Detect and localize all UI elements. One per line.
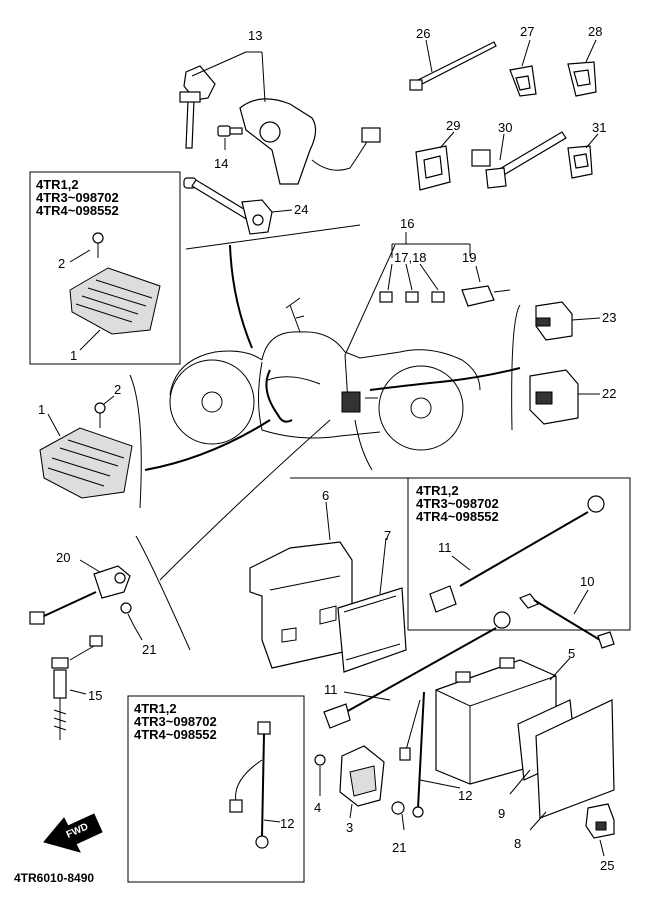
- clamp-27-part: [509, 39, 537, 97]
- neutral-switch-15-part: [51, 635, 103, 740]
- callout-14: 14: [214, 156, 228, 171]
- cover-7-part: [337, 537, 407, 673]
- callout-3: 3: [346, 820, 353, 835]
- callout-15: 15: [88, 688, 102, 703]
- callout-2-upper: 2: [58, 256, 65, 271]
- clamp-28-part: [567, 39, 597, 97]
- lead-bottom-box-line1: 4TR1,2: [134, 701, 177, 716]
- diagram-code: 4TR6010-8490: [14, 871, 94, 885]
- bike-leader-top: [185, 224, 361, 250]
- leader-1-upper: [79, 329, 101, 351]
- relay-25-part: [585, 803, 615, 857]
- callout-5: 5: [568, 646, 575, 661]
- screw-14-part: [217, 125, 243, 150]
- relay-22-part: [529, 369, 600, 425]
- lead-top-box-line2: 4TR3~098702: [416, 496, 499, 511]
- regulator-box-line3: 4TR4~098552: [36, 203, 119, 218]
- callout-26: 26: [416, 26, 430, 41]
- callout-21-lower: 21: [392, 840, 406, 855]
- battery-lead-11-upper-part: [429, 495, 605, 613]
- lead-10-part: [519, 589, 615, 649]
- callout-1-upper: 1: [70, 348, 77, 363]
- callout-11-lower: 11: [324, 682, 338, 697]
- callout-4: 4: [314, 800, 321, 815]
- callout-13: 13: [248, 28, 262, 43]
- bolt-21-lower-part: [391, 801, 405, 831]
- starter-relay-3-part: [339, 745, 385, 819]
- callout-20: 20: [56, 550, 70, 565]
- starter-switch-20-part: [29, 559, 131, 625]
- lead-12-bottom-part: [229, 721, 281, 849]
- callout-6: 6: [322, 488, 329, 503]
- callout-23: 23: [602, 310, 616, 325]
- screw-4-part: [314, 754, 326, 796]
- callout-25: 25: [600, 858, 614, 873]
- cover-8-part: [529, 699, 615, 831]
- lead-top-box-line1: 4TR1,2: [416, 483, 459, 498]
- callout-24: 24: [294, 202, 308, 217]
- leader-2-upper: [69, 249, 91, 263]
- callout-11-upper: 11: [438, 540, 452, 555]
- callout-12-middle: 12: [458, 788, 472, 803]
- bike-leader-down: [354, 419, 373, 471]
- callout-17-18: 17,18: [394, 250, 427, 265]
- callout-31: 31: [592, 120, 606, 135]
- relay-23-part: [535, 301, 601, 341]
- callout-21-upper: 21: [142, 642, 156, 657]
- rectifier-regulator-part-b: [39, 402, 133, 499]
- callout-9: 9: [498, 806, 505, 821]
- callout-27: 27: [520, 24, 534, 39]
- bracket-regulator-lower: [129, 374, 142, 509]
- lead-wire-regulator: [144, 419, 271, 471]
- callout-7: 7: [384, 528, 391, 543]
- clamp-31-part: [567, 133, 599, 179]
- lead-top-box-frame: [407, 477, 631, 631]
- lead-wire-starter: [159, 419, 331, 581]
- callout-30: 30: [498, 120, 512, 135]
- callout-22: 22: [602, 386, 616, 401]
- callout-12-bottom: 12: [280, 816, 294, 831]
- main-switch-part: [179, 51, 381, 185]
- battery-lead-11-lower-part: [323, 611, 511, 729]
- callout-19: 19: [462, 250, 476, 265]
- clamp-30-part: [471, 131, 567, 189]
- callout-29: 29: [446, 118, 460, 133]
- callout-8: 8: [514, 836, 521, 851]
- band-26-part: [409, 39, 497, 91]
- lead-12-middle-part: [399, 691, 461, 818]
- regulator-box-line2: 4TR3~098702: [36, 190, 119, 205]
- leader-2-lower: [103, 395, 115, 405]
- callout-10: 10: [580, 574, 594, 589]
- forward-arrow-icon: FWD: [43, 813, 103, 853]
- lead-bottom-box-frame: [127, 695, 305, 883]
- callout-28: 28: [588, 24, 602, 39]
- rectifier-regulator-part-a: [69, 232, 161, 335]
- switch-24-part: [183, 177, 293, 235]
- regulator-box-frame: [29, 171, 181, 365]
- motorcycle-outline: [169, 244, 521, 451]
- lead-bottom-box-line3: 4TR4~098552: [134, 727, 217, 742]
- battery-box-6-part: [249, 501, 353, 669]
- callout-1-lower: 1: [38, 402, 45, 417]
- bike-leader-16: [344, 244, 396, 356]
- lead-top-box-line3: 4TR4~098552: [416, 509, 499, 524]
- connector-group-16: [379, 232, 511, 307]
- lead-bottom-box-line2: 4TR3~098702: [134, 714, 217, 729]
- leader-1-lower: [47, 413, 61, 437]
- regulator-box-line1: 4TR1,2: [36, 177, 79, 192]
- bolt-21-upper-part: [120, 602, 143, 641]
- bracket-starter: [135, 535, 191, 651]
- bracket-relays: [511, 304, 521, 431]
- clamp-29-part: [415, 131, 455, 191]
- callout-2-lower: 2: [114, 382, 121, 397]
- callout-16: 16: [400, 216, 414, 231]
